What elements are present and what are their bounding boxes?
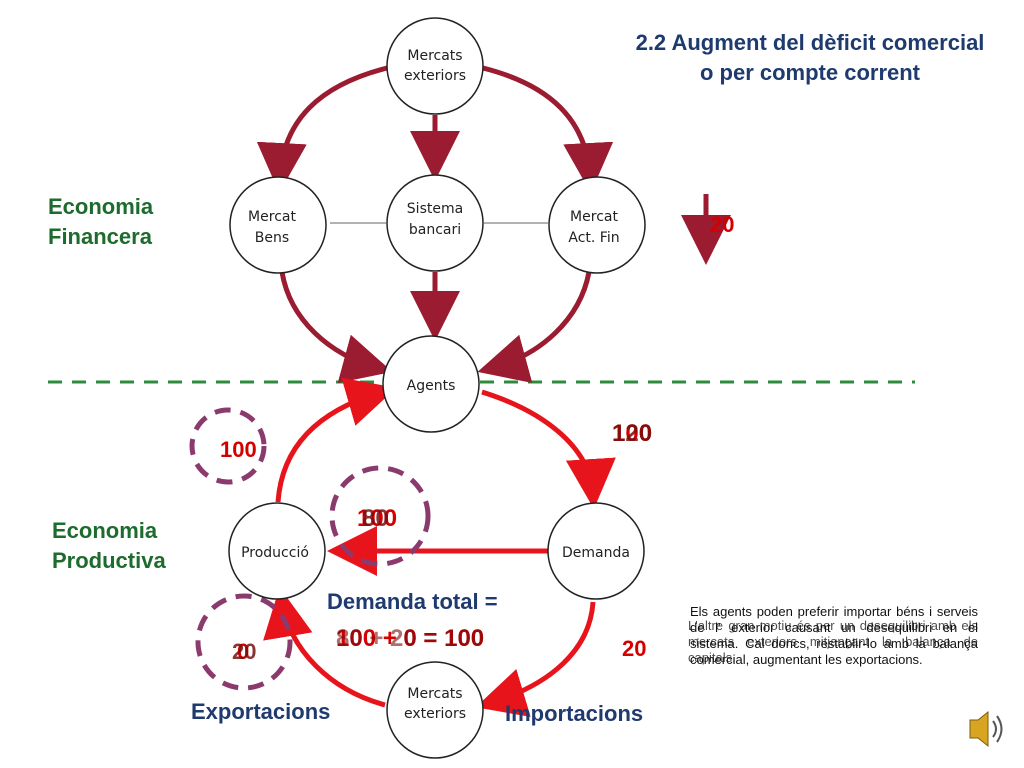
arrow-bens-to-agents xyxy=(279,271,393,383)
node-label-line: Mercat xyxy=(570,209,618,225)
section-label-line: Productiva xyxy=(52,548,166,573)
node-mercat-act-fin: Mercat Act. Fin xyxy=(548,176,646,274)
importacions-label: Importacions xyxy=(505,701,644,726)
node-label-line: Producció xyxy=(241,545,309,561)
demanda-total-label: Demanda total = xyxy=(327,589,498,614)
dashed-circle-left-bottom xyxy=(195,593,293,691)
section-label-line: Financera xyxy=(48,224,152,249)
left-bottom-value-b: 20 xyxy=(232,639,256,664)
node-label-line: Mercats xyxy=(407,48,462,64)
node-mercat-bens: Mercat Bens xyxy=(229,176,327,274)
node-demanda: Demanda xyxy=(547,502,645,600)
importacions-value: 20 xyxy=(622,636,646,661)
node-label-line: exteriors xyxy=(404,68,466,84)
slide-title: 2.2 Augment del dèficit comercial o per … xyxy=(600,28,1020,88)
node-label-line: Act. Fin xyxy=(568,230,619,246)
node-mercats-exteriors-top: Mercats exteriors xyxy=(386,17,484,115)
explanation-text-b: L'altre gran motiu és per un desequilibr… xyxy=(688,618,978,665)
exportacions-label: Exportacions xyxy=(191,699,331,724)
left-bottom-value-a: 0 xyxy=(237,639,249,664)
node-produccio: Producció xyxy=(228,502,326,600)
node-label-line: Demanda xyxy=(562,545,630,561)
financial-flow-value: 20 xyxy=(710,212,734,237)
arrow-produccio-to-agents xyxy=(275,377,397,503)
node-label-line: Mercats xyxy=(407,686,462,702)
dashed-circle-middle xyxy=(329,465,431,567)
node-label-line: bancari xyxy=(409,222,461,238)
node-sistema-bancari: Sistema bancari xyxy=(386,174,484,272)
left-top-value: 100 xyxy=(220,437,257,462)
slide-title-line: o per compte corrent xyxy=(699,60,921,85)
section-label-financial: Economia Financera xyxy=(48,192,153,252)
demanda-total-eq-a: 100 + 0 = 100 xyxy=(336,625,484,652)
middle-value-a: 100 xyxy=(357,505,397,532)
demanda-total-eq-b: 80 + 20 = 100 xyxy=(336,625,484,652)
right-top-value-a: 100 xyxy=(612,420,652,447)
section-label-line: Economia xyxy=(52,518,158,543)
slide-title-line: 2.2 Augment del dèficit comercial xyxy=(635,30,985,55)
node-label-line: Agents xyxy=(407,378,456,394)
explanation-text-a: Els agents poden preferir importar béns … xyxy=(690,604,978,667)
arrow-exteriors-to-bens xyxy=(256,65,388,193)
speaker-icon[interactable] xyxy=(969,710,1003,748)
dashed-circle-left-top xyxy=(189,407,267,485)
arrow-exportacions-to-produccio xyxy=(263,587,386,708)
node-agents: Agents xyxy=(382,335,480,433)
arrow-exteriors-to-actfin xyxy=(482,65,614,193)
right-top-value-b: 120 xyxy=(612,420,652,447)
node-label-line: Sistema xyxy=(407,201,463,217)
arrow-agents-to-demanda xyxy=(481,389,616,509)
arrow-demanda-to-importacions xyxy=(475,601,596,717)
node-mercats-exteriors-bottom: Mercats exteriors xyxy=(386,661,484,759)
middle-value-b: 80 xyxy=(362,505,389,532)
node-label-line: Mercat xyxy=(248,209,296,225)
node-label-line: Bens xyxy=(255,230,289,246)
node-label-line: exteriors xyxy=(404,706,466,722)
arrow-actfin-to-agents xyxy=(477,271,592,383)
section-label-productive: Economia Productiva xyxy=(52,516,166,576)
section-label-line: Economia xyxy=(48,194,154,219)
